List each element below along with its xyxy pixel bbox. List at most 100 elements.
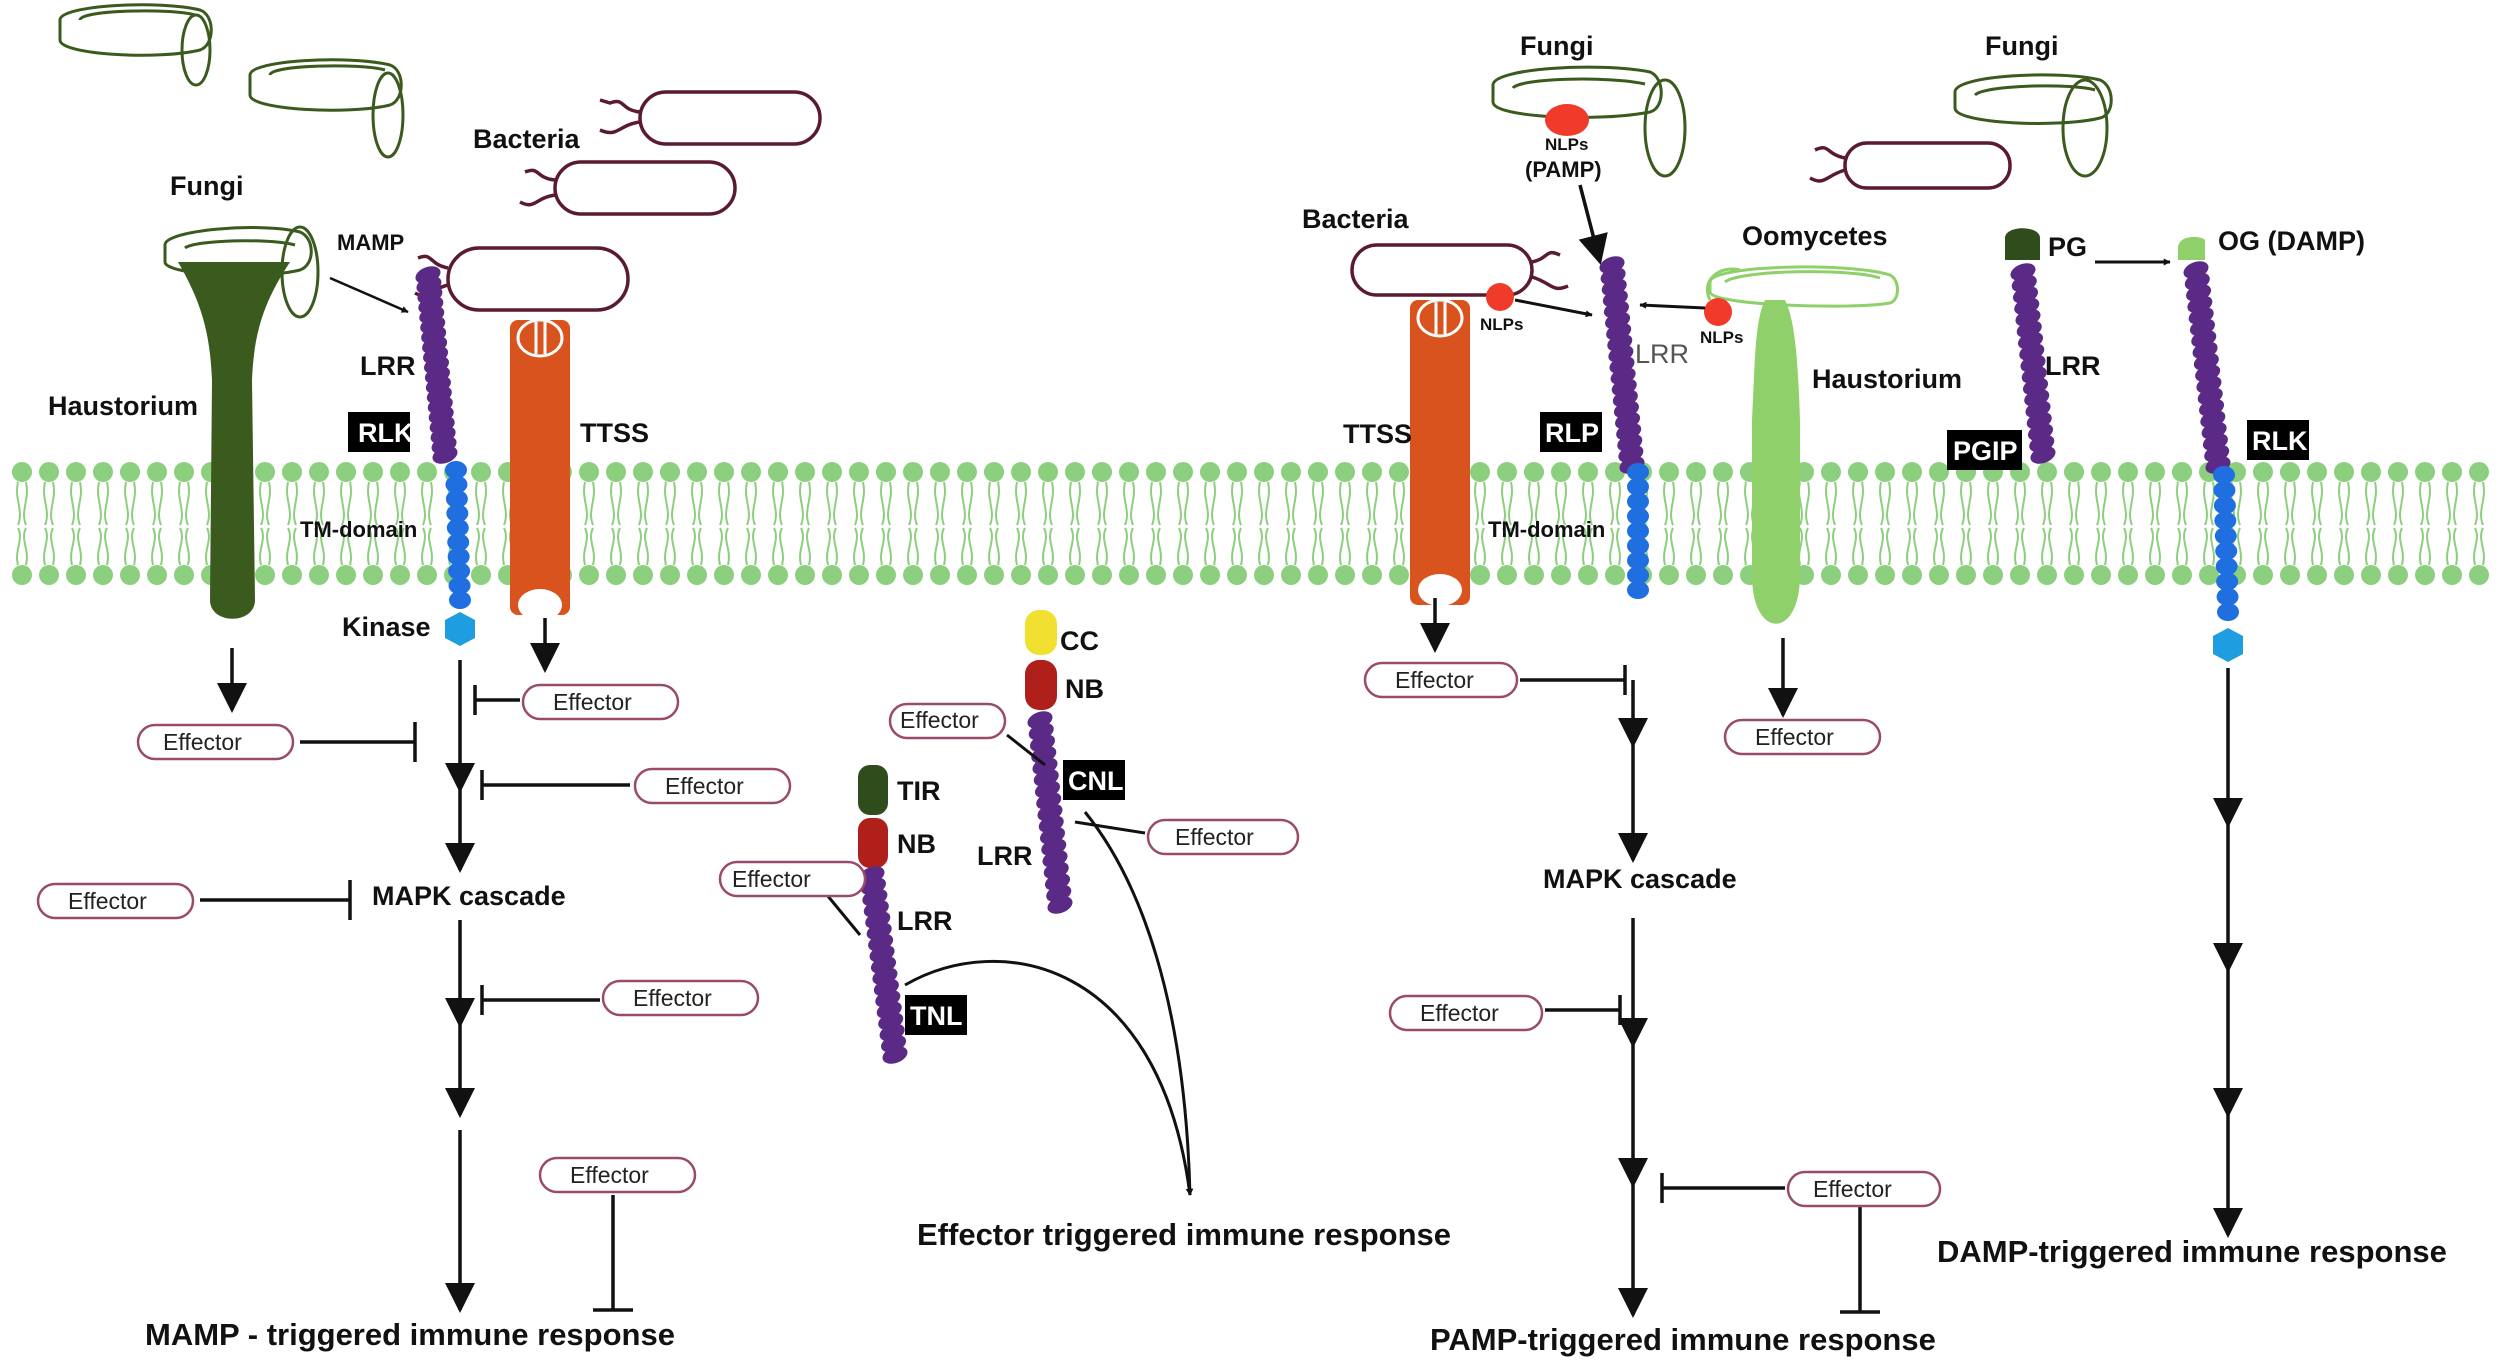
nlps-label: NLPs	[1480, 315, 1523, 334]
kinase-icon	[445, 612, 475, 646]
bacteria-icon	[414, 90, 822, 312]
eti-outcome-label: Effector triggered immune response	[917, 1217, 1451, 1252]
mamp-label: MAMP	[337, 230, 404, 255]
svg-text:Effector: Effector	[163, 729, 242, 755]
rlp-receptor	[1599, 256, 1649, 599]
effector-pill: Effector	[136, 723, 295, 761]
tnl-lrr-label: LRR	[897, 906, 953, 936]
bacteria-label-2: Bacteria	[1302, 204, 1410, 234]
svg-text:Effector: Effector	[1175, 824, 1254, 850]
effector-pill: Effector	[1146, 818, 1300, 856]
og-icon	[2178, 236, 2205, 260]
fungi-spiral-icon	[58, 3, 405, 159]
rlk-receptor	[415, 266, 471, 609]
haustorium-label: Haustorium	[48, 391, 198, 421]
svg-text:Effector: Effector	[68, 888, 147, 914]
bacteria-icon	[1809, 141, 2012, 190]
pgip-label: PGIP	[1953, 436, 2018, 466]
cnl-lrr-label: LRR	[977, 841, 1033, 871]
rlp-label: RLP	[1545, 418, 1599, 448]
og-damp-label: OG (DAMP)	[2218, 226, 2365, 256]
ttss-label-2: TTSS	[1343, 419, 1412, 449]
pamp-outcome-label: PAMP-triggered immune response	[1430, 1322, 1936, 1357]
cnl-label: CNL	[1068, 766, 1124, 796]
effector-pill: Effector	[633, 767, 792, 805]
tm-domain-label-2: TM-domain	[1488, 517, 1605, 542]
effector-pill: Effector	[601, 979, 760, 1017]
nlp-icon	[1486, 283, 1514, 311]
mapk-cascade-label: MAPK cascade	[372, 881, 566, 911]
haustorium-label-2: Haustorium	[1812, 364, 1962, 394]
mapk-cascade-label-2: MAPK cascade	[1543, 864, 1737, 894]
tm-domain-label: TM-domain	[300, 517, 417, 542]
bacteria-label: Bacteria	[473, 124, 581, 154]
damp-outcome-label: DAMP-triggered immune response	[1937, 1234, 2447, 1269]
bacteria-icon	[1350, 243, 1569, 297]
pamp-inhibition-lines	[1520, 665, 1880, 1314]
nlps-pamp-label-2: (PAMP)	[1525, 157, 1602, 182]
oomycetes-label: Oomycetes	[1742, 221, 1888, 251]
mamp-outcome-label: MAMP - triggered immune response	[145, 1317, 675, 1352]
plasma-membrane	[12, 462, 2489, 585]
effector-pill: Effector	[538, 1156, 697, 1194]
tir-label: TIR	[897, 776, 941, 806]
effector-pill: Effector	[521, 683, 680, 721]
fungi-label-3: Fungi	[1985, 31, 2058, 61]
effector-pill: Effector	[888, 702, 1007, 740]
svg-text:Effector: Effector	[633, 985, 712, 1011]
left-inhibition-lines	[200, 685, 633, 1312]
rlk-receptor-2	[2183, 261, 2239, 621]
effector-pill: Effector	[36, 882, 195, 920]
left-signaling-arrows	[217, 618, 560, 1313]
ttss-icon	[1410, 298, 1470, 606]
fungi-label-2: Fungi	[1520, 31, 1593, 61]
fungi-haustorium-icon	[163, 225, 320, 619]
ttss-icon	[510, 318, 570, 621]
svg-text:Effector: Effector	[1813, 1176, 1892, 1202]
mamp-arrow	[329, 276, 409, 314]
effector-pill: Effector	[718, 860, 867, 898]
rlk-label: RLK	[358, 418, 414, 448]
svg-text:Effector: Effector	[665, 773, 744, 799]
fungi-spiral-icon	[1953, 73, 2113, 178]
tnl-label: TNL	[910, 1001, 962, 1031]
svg-text:Effector: Effector	[900, 707, 979, 733]
kinase-icon	[2213, 628, 2243, 662]
pgip-box	[1947, 430, 2022, 470]
nlp-arrow	[1514, 298, 1593, 318]
ttss-label: TTSS	[580, 418, 649, 448]
nlp-icon	[1545, 104, 1589, 136]
cc-label: CC	[1060, 626, 1099, 656]
effector-pill: Effector	[1786, 1170, 1942, 1208]
eti-connection-lines	[825, 733, 1194, 1196]
nlp-icon	[1704, 298, 1732, 326]
svg-text:Effector: Effector	[1395, 667, 1474, 693]
rlk-box-2	[2247, 420, 2309, 460]
pgip-receptor	[2010, 263, 2056, 464]
nlps-label-2: NLPs	[1700, 328, 1743, 347]
nb-label: NB	[1065, 674, 1104, 704]
nlp-arrow	[1639, 301, 1706, 310]
svg-text:Effector: Effector	[1420, 1000, 1499, 1026]
nlps-pamp-label-1: NLPs	[1545, 135, 1588, 154]
cnl-box	[1063, 760, 1125, 800]
tnl-nb-label: NB	[897, 829, 936, 859]
rlk-label-2: RLK	[2252, 426, 2308, 456]
svg-text:Effector: Effector	[1755, 724, 1834, 750]
fungi-label: Fungi	[170, 171, 243, 201]
rlk-box	[348, 412, 410, 452]
cnl-receptor	[1025, 610, 1073, 914]
kinase-label: Kinase	[342, 612, 431, 642]
svg-text:Effector: Effector	[732, 866, 811, 892]
lrr-label-2: LRR	[1635, 339, 1689, 369]
effector-pill: Effector	[1723, 718, 1882, 756]
fungi-spiral-icon	[1491, 65, 1687, 178]
pg-label: PG	[2048, 232, 2087, 262]
lrr-label-3: LRR	[2045, 351, 2101, 381]
pg-icon	[2005, 228, 2040, 260]
lrr-label: LRR	[360, 351, 416, 381]
effector-pill: Effector	[1363, 661, 1519, 699]
effector-pill: Effector	[1388, 994, 1544, 1032]
tnl-box	[905, 995, 967, 1035]
